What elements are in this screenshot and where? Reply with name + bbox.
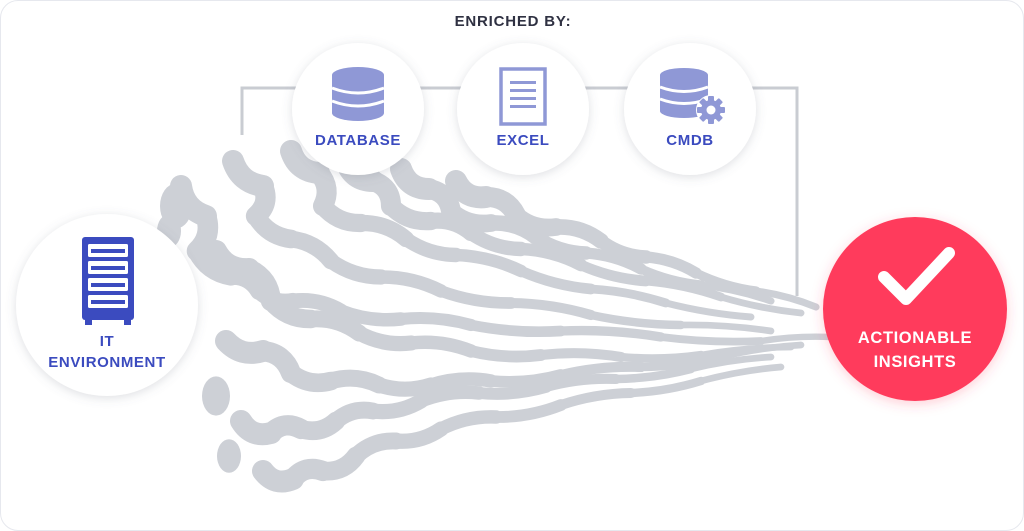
flow-blob: [586, 284, 671, 308]
flow-droplet: [217, 439, 241, 473]
database-icon: [331, 67, 385, 121]
flow-blob: [548, 219, 609, 249]
database-gear-icon: [659, 68, 726, 125]
flow-blob: [365, 393, 429, 420]
flow-blob: [580, 247, 647, 275]
flow-blob: [555, 361, 647, 381]
insights-label-line1: ACTIONABLE: [858, 329, 972, 347]
database-label: DATABASE: [315, 132, 401, 149]
enriched-by-heading: ENRICHED BY:: [454, 13, 572, 30]
flow-blob: [757, 333, 835, 345]
flow-blob: [586, 310, 686, 330]
enricher-cmdb: CMDB: [624, 43, 756, 175]
flow-blob: [636, 264, 706, 290]
enricher-database: DATABASE: [292, 43, 424, 175]
flow-blob: [662, 299, 755, 321]
flow-blob: [717, 293, 805, 317]
flow-blob: [463, 225, 529, 257]
enricher-excel: EXCEL: [457, 43, 589, 175]
flow-blob: [374, 270, 448, 298]
flow-blob: [404, 335, 478, 358]
flow-blob: [434, 410, 503, 436]
flow-blob: [371, 377, 439, 397]
flow-blob: [555, 387, 637, 411]
it-environment-label-line2: ENVIRONMENT: [48, 354, 165, 371]
flow-blob: [505, 297, 597, 321]
document-icon: [499, 67, 547, 126]
flow-blob: [473, 381, 552, 400]
flow-blob: [575, 259, 652, 287]
flow-blob: [636, 352, 726, 372]
flow-blob: [616, 350, 706, 363]
flow-blob: [424, 372, 498, 392]
flow-blob: [697, 363, 785, 385]
it-environment-node: IT ENVIRONMENT: [16, 214, 198, 396]
flow-blob: [540, 373, 622, 393]
flow-blob: [465, 319, 567, 338]
flow-blob: [535, 348, 627, 363]
excel-label: EXCEL: [496, 132, 549, 149]
server-rack-icon: [82, 237, 134, 325]
flow-blob: [657, 333, 765, 346]
flow-blob: [465, 345, 547, 363]
flow-blob: [515, 265, 597, 295]
insights-label-line2: INSIGHTS: [874, 353, 957, 371]
checkmark-icon: [878, 247, 955, 305]
flow-blob: [394, 311, 478, 332]
flow-blob: [323, 253, 389, 285]
flow-blob: [388, 421, 449, 449]
flow-blob: [485, 369, 567, 388]
flow-blob: [398, 231, 464, 263]
flow-blob: [687, 353, 775, 373]
flow-blob: [691, 268, 761, 296]
flow-blob: [556, 325, 666, 342]
flow-blob: [752, 287, 820, 311]
flow-blob: [490, 399, 567, 423]
flow-blob: [717, 341, 805, 361]
flow-blob: [449, 248, 528, 278]
flow-blob: [435, 285, 517, 309]
flow-droplet: [202, 376, 230, 416]
actionable-insights-node: ACTIONABLE INSIGHTS: [823, 217, 1007, 401]
flow-blob: [626, 376, 706, 398]
flow-blob: [414, 385, 486, 408]
it-environment-label-line1: IT: [100, 333, 115, 350]
data-flow-stream: [157, 140, 835, 493]
cmdb-label: CMDB: [666, 132, 713, 149]
flow-blob: [677, 321, 775, 335]
flow-blob: [611, 364, 696, 384]
flow-blob: [351, 325, 419, 352]
